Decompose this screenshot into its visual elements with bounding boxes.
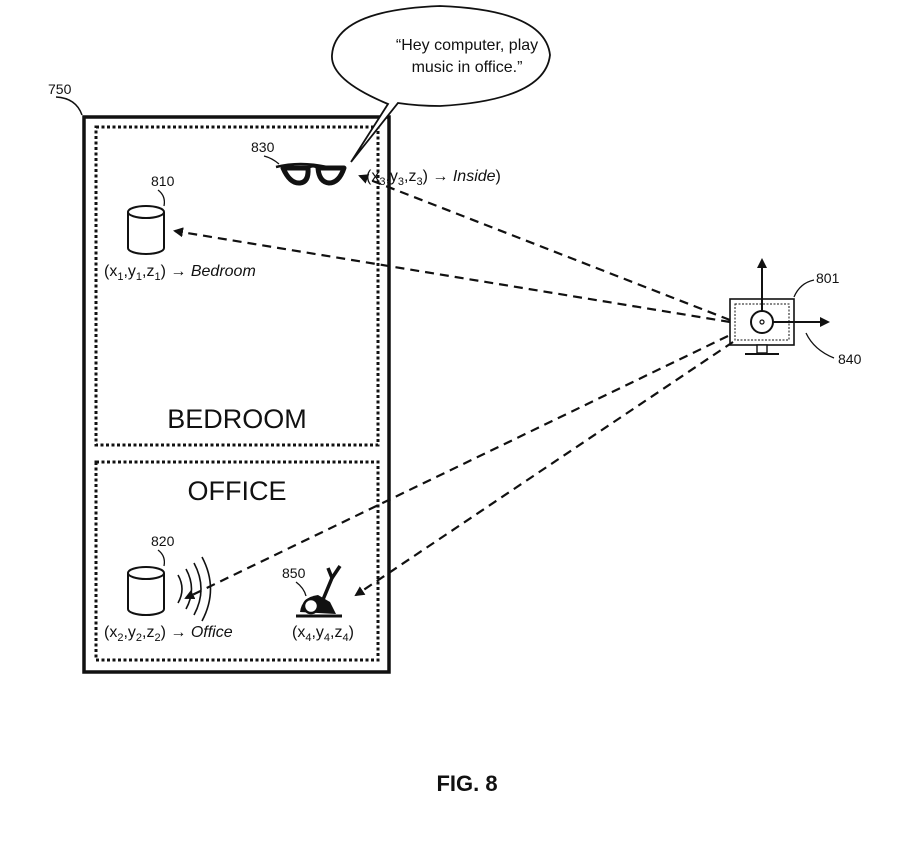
speaker-820-coordinate-label: (x2,y2,z2) → Office xyxy=(104,624,233,644)
exercise-bike-coordinate-label: (x4,y4,z4) xyxy=(292,624,354,644)
ref-label-840: 840 xyxy=(838,351,862,367)
ref-label-801: 801 xyxy=(816,270,840,286)
leader-line-830 xyxy=(263,155,280,165)
speaker-810-coordinate-label: (x1,y1,z1) → Bedroom xyxy=(104,263,256,283)
speech-bubble-line-2: music in office.” xyxy=(412,59,523,76)
ref-label-850: 850 xyxy=(282,565,306,581)
ref-label-830: 830 xyxy=(251,139,275,155)
signal-line-to-speaker-820 xyxy=(184,335,729,600)
leader-line-750 xyxy=(55,96,83,116)
leader-line-840 xyxy=(805,332,835,359)
leader-line-801 xyxy=(793,279,815,298)
leader-line-820 xyxy=(157,549,166,567)
speaker-810-icon xyxy=(127,205,165,255)
leader-line-850 xyxy=(295,581,307,597)
ref-label-810: 810 xyxy=(151,173,175,189)
bedroom-room: BEDROOM xyxy=(94,125,380,447)
ref-label-820: 820 xyxy=(151,533,175,549)
signal-lines xyxy=(173,174,734,600)
glasses-icon xyxy=(275,162,347,186)
speaker-820-icon xyxy=(127,566,165,616)
signal-line-to-glasses xyxy=(358,174,731,322)
speech-bubble-line-1: “Hey computer, play xyxy=(396,37,538,54)
sound-waves-icon xyxy=(177,556,212,622)
ref-label-750: 750 xyxy=(48,81,72,97)
speech-bubble: “Hey computer, play music in office.” xyxy=(331,5,551,163)
building-750: 750 xyxy=(48,81,391,674)
bedroom-label: BEDROOM xyxy=(167,404,307,434)
exercise-bike-icon xyxy=(296,565,342,618)
office-room: OFFICE xyxy=(94,460,380,662)
office-label: OFFICE xyxy=(188,476,287,506)
signal-line-to-exercise-bike xyxy=(354,341,734,597)
leader-line-810 xyxy=(157,189,166,207)
figure-caption: FIG. 8 xyxy=(436,771,497,796)
glasses-coordinate-label: (x3,y3,z3) → Inside) xyxy=(366,168,501,188)
coordinate-axes-840 xyxy=(757,258,830,327)
signal-line-to-speaker-810 xyxy=(173,227,731,324)
